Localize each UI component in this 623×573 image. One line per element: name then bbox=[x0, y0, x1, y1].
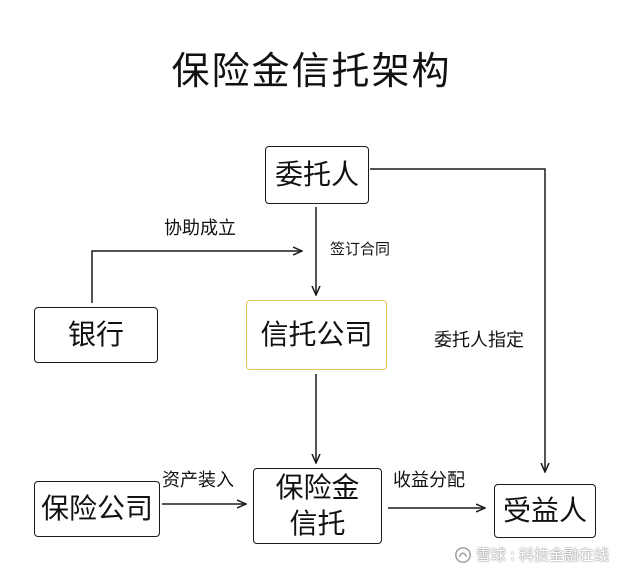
edge-label-settlor-designates: 委托人指定 bbox=[434, 330, 524, 351]
node-trust-company: 信托公司 bbox=[246, 300, 387, 370]
watermark-brand: 雪球 bbox=[475, 546, 506, 564]
watermark-author: 科技金融在线 bbox=[518, 546, 609, 564]
node-insurance-trust-label-line2: 信托 bbox=[289, 507, 346, 540]
node-insurance-trust-label-line1: 保险金 bbox=[275, 471, 360, 504]
node-insurance-company-label: 保险公司 bbox=[40, 492, 153, 525]
arrow-settlor-to-beneficiary bbox=[370, 168, 545, 472]
node-insurance-trust: 保险金 信托 bbox=[253, 468, 382, 544]
node-beneficiary: 受益人 bbox=[494, 484, 596, 538]
node-bank: 银行 bbox=[34, 307, 158, 363]
watermark: 雪球 : 科技金融在线 bbox=[454, 544, 609, 565]
edge-label-assist-establish: 协助成立 bbox=[164, 218, 236, 239]
node-beneficiary-label: 受益人 bbox=[502, 494, 587, 527]
edge-label-sign-contract: 签订合同 bbox=[330, 240, 391, 258]
edge-label-distribution: 收益分配 bbox=[393, 470, 465, 491]
node-settlor: 委托人 bbox=[265, 146, 369, 204]
node-insurance-company: 保险公司 bbox=[34, 481, 160, 537]
node-bank-label: 银行 bbox=[67, 318, 124, 351]
diagram-title: 保险金信托架构 bbox=[171, 49, 452, 93]
edge-label-asset-placement: 资产装入 bbox=[162, 470, 234, 491]
watermark-separator: : bbox=[509, 545, 515, 564]
arrow-bank-assist bbox=[91, 251, 302, 303]
node-trust-company-label: 信托公司 bbox=[260, 318, 373, 351]
node-settlor-label: 委托人 bbox=[274, 158, 359, 191]
snowball-logo-icon bbox=[454, 546, 471, 563]
